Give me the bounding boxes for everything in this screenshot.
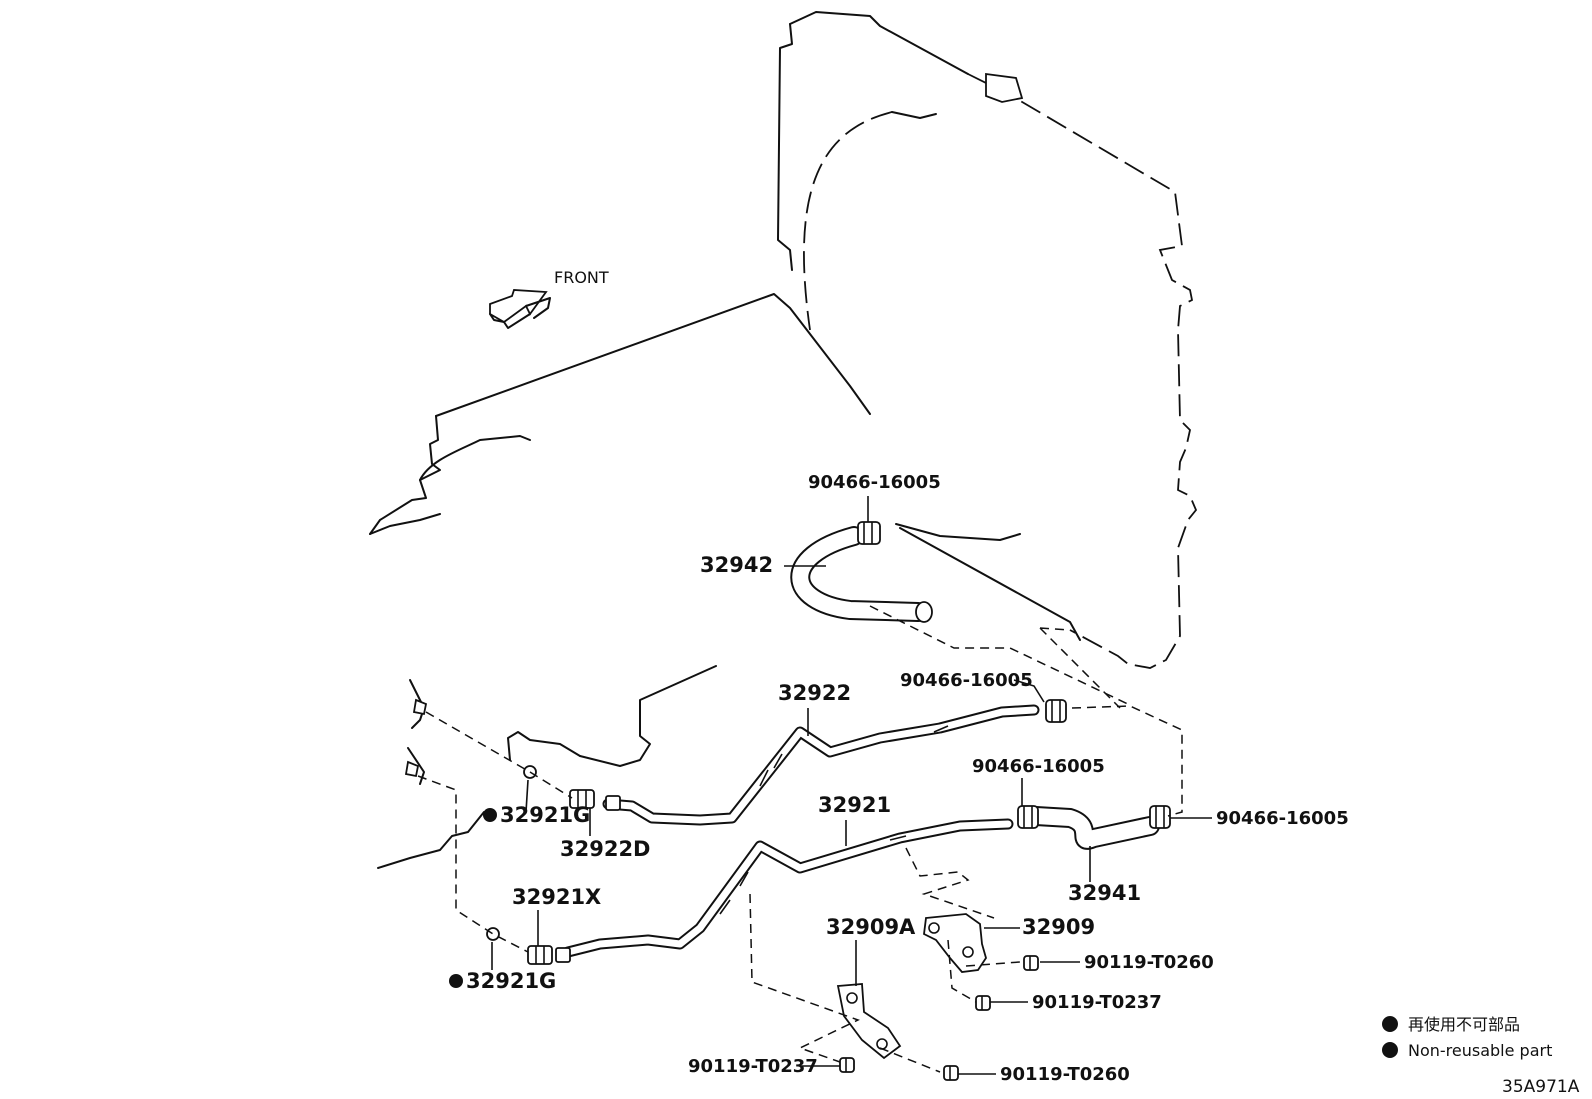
callout-tube-32921: 32921 [818, 793, 891, 817]
callout-bolt-a-left: 90119-T0237 [688, 1056, 818, 1077]
callout-clip-mid: 90466-16005 [900, 670, 1033, 691]
engine-clip-upper-icon [412, 698, 428, 716]
callout-union-32922D: 32922D [560, 837, 651, 861]
tube-32922 [602, 704, 1040, 826]
assembly-dashed-lines [417, 605, 1183, 1073]
callout-bracket-32909: 32909 [1022, 915, 1095, 939]
legend-marker-en-icon [1382, 1042, 1398, 1058]
callout-hose-32942: 32942 [700, 553, 773, 577]
union-32921X-icon [527, 945, 571, 965]
radiator-outline [777, 11, 1198, 669]
clip-mid-icon [1045, 699, 1067, 723]
hose-32941 [1026, 806, 1160, 850]
tube-32921 [562, 818, 1014, 958]
callout-clip-hose2: 90466-16005 [972, 756, 1105, 777]
front-label: FRONT [554, 268, 609, 287]
legend: 再使用不可部品 Non-reusable part [1382, 1015, 1552, 1060]
clip-top-icon [857, 521, 881, 545]
callout-gasket-upper: 32921G [500, 803, 590, 827]
hose-32942 [790, 526, 933, 623]
legend-marker-jp-icon [1382, 1016, 1398, 1032]
bolt-b-right-lower-icon [975, 995, 991, 1011]
callout-hose-32941: 32941 [1068, 881, 1141, 905]
clip-hose2-icon [1017, 805, 1039, 829]
non-reusable-marker-lower-icon [449, 974, 463, 988]
gasket-lower-icon [486, 927, 500, 941]
callout-bolt-b-right-lower: 90119-T0237 [1032, 992, 1162, 1013]
diagram-code: 35A971A [1502, 1077, 1580, 1097]
legend-line-jp: 再使用不可部品 [1408, 1015, 1520, 1034]
callout-clip-top: 90466-16005 [808, 472, 941, 493]
bracket-32909-icon [923, 913, 987, 973]
callout-union-32921X: 32921X [512, 885, 601, 909]
callout-gasket-lower: 32921G [466, 969, 556, 993]
bolt-a-right-icon [943, 1065, 959, 1081]
bolt-b-right-upper-icon [1023, 955, 1039, 971]
callout-clip-right: 90466-16005 [1216, 808, 1349, 829]
front-arrow-icon [489, 289, 551, 329]
bolt-a-left-icon [839, 1057, 855, 1073]
clip-right-icon [1149, 805, 1171, 829]
callout-bolt-a-right: 90119-T0260 [1000, 1064, 1130, 1085]
non-reusable-marker-upper-icon [483, 808, 497, 822]
bracket-32909A-icon [836, 983, 902, 1060]
callout-tube-32922: 32922 [778, 681, 851, 705]
callout-bracket-32909A: 32909A [826, 915, 916, 939]
legend-line-en: Non-reusable part [1408, 1041, 1552, 1060]
engine-clip-lower-icon [404, 760, 420, 778]
union-32922D-icon [569, 789, 621, 811]
callout-bolt-b-right-upper: 90119-T0260 [1084, 952, 1214, 973]
leader-lines [491, 496, 1212, 1075]
